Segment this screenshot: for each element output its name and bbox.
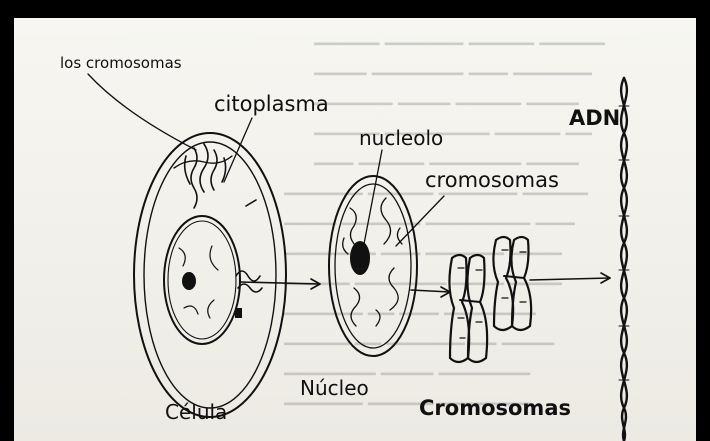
nucleus-outer (329, 176, 417, 356)
leader-chromosomes-top (88, 74, 196, 150)
cell-chromosome-squiggles (185, 144, 226, 208)
cell-drawing (88, 74, 286, 417)
arrow-chromosomes-to-dna (530, 273, 610, 283)
arrow-nucleus-to-chromosomes (411, 287, 450, 297)
nucleus-inner (335, 184, 411, 348)
dna-helix (619, 78, 629, 441)
cell-outer-membrane (134, 133, 286, 417)
left-border (0, 0, 14, 441)
nucleus-drawing (329, 150, 444, 356)
nucleus-nucleolus (350, 241, 370, 275)
leader-nucleolus (364, 150, 382, 244)
leader-chromosomes-mid (396, 196, 444, 246)
chromosomes-drawing (449, 237, 531, 362)
leader-cytoplasm (224, 118, 252, 182)
cell-nucleolus (183, 273, 195, 289)
paper-page: ▁▁▁▁▁ ▁▁▁▁▁▁ ▁▁▁▁▁ ▁▁▁▁▁ ▁▁▁▁ ▁▁▁▁▁▁▁ ▁▁… (14, 18, 696, 441)
cell-diagram-illustration (14, 18, 696, 441)
top-border (0, 0, 710, 18)
right-border (696, 0, 710, 441)
cell-nucleus (164, 216, 240, 344)
